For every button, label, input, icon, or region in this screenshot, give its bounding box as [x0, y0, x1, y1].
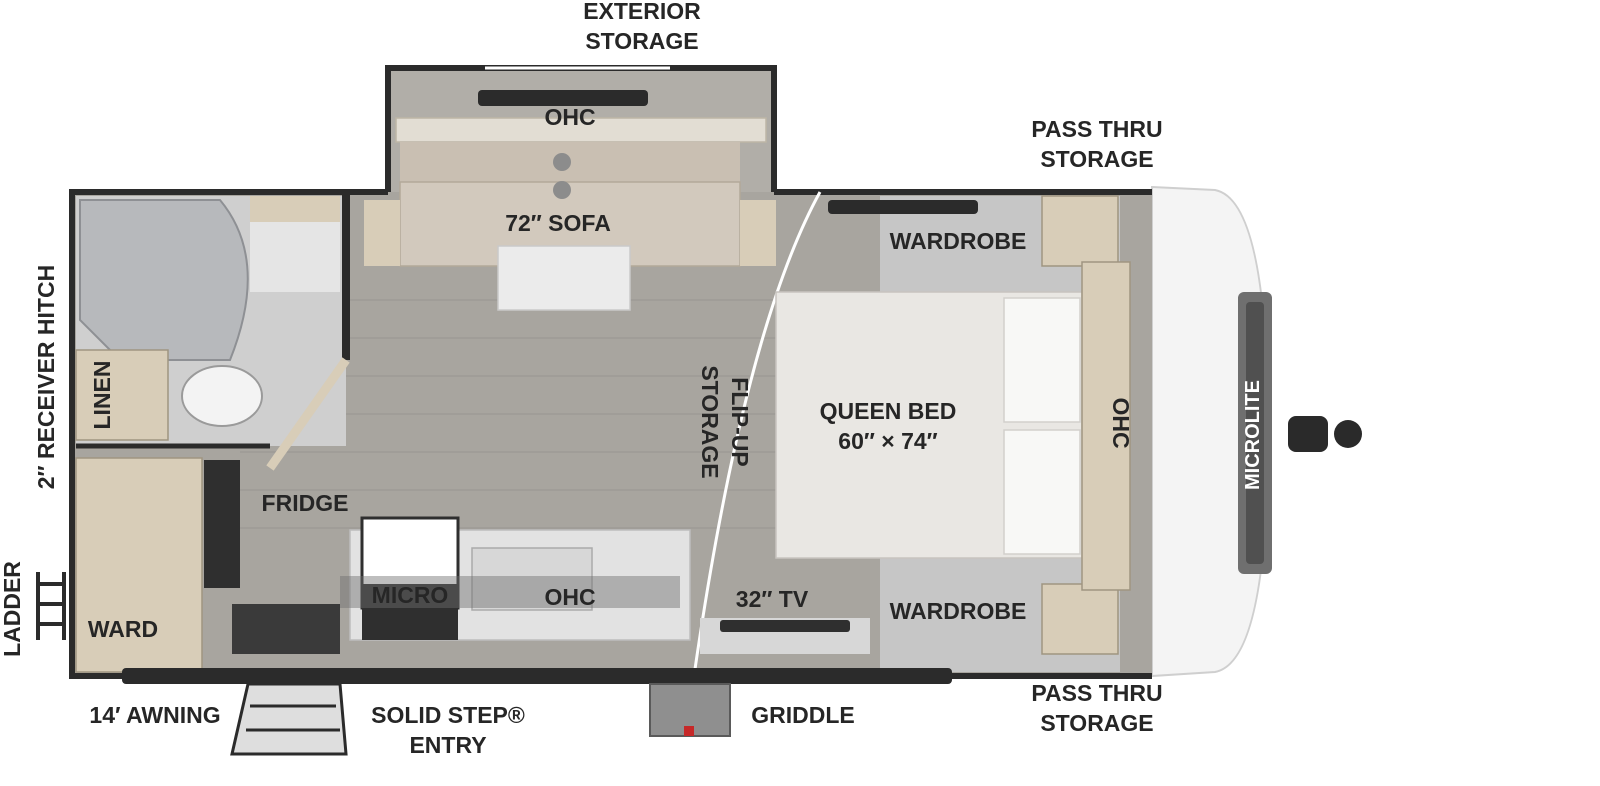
label-pass-thru-bottom: PASS THRU STORAGE	[1031, 680, 1163, 736]
toilet	[181, 365, 263, 427]
front-ohc	[1081, 261, 1131, 591]
shower	[79, 199, 249, 361]
cupholder-2	[553, 181, 571, 199]
brand-badge-inner	[1246, 302, 1264, 564]
vent-window	[478, 90, 648, 106]
ladder	[36, 572, 66, 640]
slide-ohc	[395, 117, 767, 143]
label-wardrobe-top: WARDROBE	[889, 228, 1027, 254]
label-tv: 32″ TV	[735, 586, 809, 612]
microwave	[362, 584, 458, 640]
label-ohc-kitchen: OHC	[544, 584, 596, 610]
flip-up-storage-curve	[692, 191, 822, 677]
bath-cabinet	[250, 196, 340, 222]
kitchen-base	[232, 604, 340, 654]
label-wardrobe-bottom: WARDROBE	[889, 598, 1027, 624]
label-flip-up-storage: FLIP-UP STORAGE	[697, 365, 753, 479]
sofa-arm-left	[364, 200, 400, 266]
label-solid-step: SOLID STEP® ENTRY	[371, 702, 525, 758]
kitchen-ohc	[340, 576, 680, 608]
tongue-jack	[1288, 416, 1328, 452]
label-queen-bed: QUEEN BED 60″ × 74″	[819, 398, 957, 454]
label-pass-thru-top: PASS THRU STORAGE	[1031, 116, 1163, 172]
label-fridge: FRIDGE	[261, 490, 349, 516]
awning-bar	[122, 668, 952, 684]
fridge	[204, 460, 240, 588]
label-awning: 14′ AWNING	[89, 702, 221, 728]
label-ohc-front: OHC	[1108, 397, 1134, 449]
label-ladder: LADDER	[0, 561, 25, 657]
entry-steps	[230, 682, 348, 756]
wardrobe-bottom-box	[1041, 583, 1119, 655]
brand-logo-text: MICROLITE	[1242, 380, 1264, 490]
label-griddle: GRIDDLE	[751, 702, 855, 728]
griddle-knob	[684, 726, 694, 736]
table	[497, 245, 631, 311]
label-linen: LINEN	[89, 360, 115, 430]
linen-cabinet	[75, 349, 169, 441]
label-sofa: 72″ SOFA	[505, 210, 611, 236]
pillow-bottom	[1003, 429, 1081, 555]
sofa-arm-right	[740, 200, 776, 266]
label-ohc-top: OHC	[544, 104, 596, 130]
cupholder-1	[553, 153, 571, 171]
hitch-coupler	[1334, 420, 1362, 448]
label-exterior-storage: EXTERIOR STORAGE	[583, 0, 701, 54]
rear-wardrobe	[75, 457, 203, 673]
label-micro: MICRO	[371, 582, 449, 608]
tv	[720, 620, 850, 632]
label-ward: WARD	[87, 616, 159, 642]
label-receiver-hitch: 2″ RECEIVER HITCH	[33, 264, 59, 490]
bedroom-vent	[828, 200, 978, 214]
bath-door	[266, 357, 350, 471]
pillow-top	[1003, 297, 1081, 423]
sink	[471, 547, 593, 611]
wardrobe-top-box	[1041, 195, 1119, 267]
